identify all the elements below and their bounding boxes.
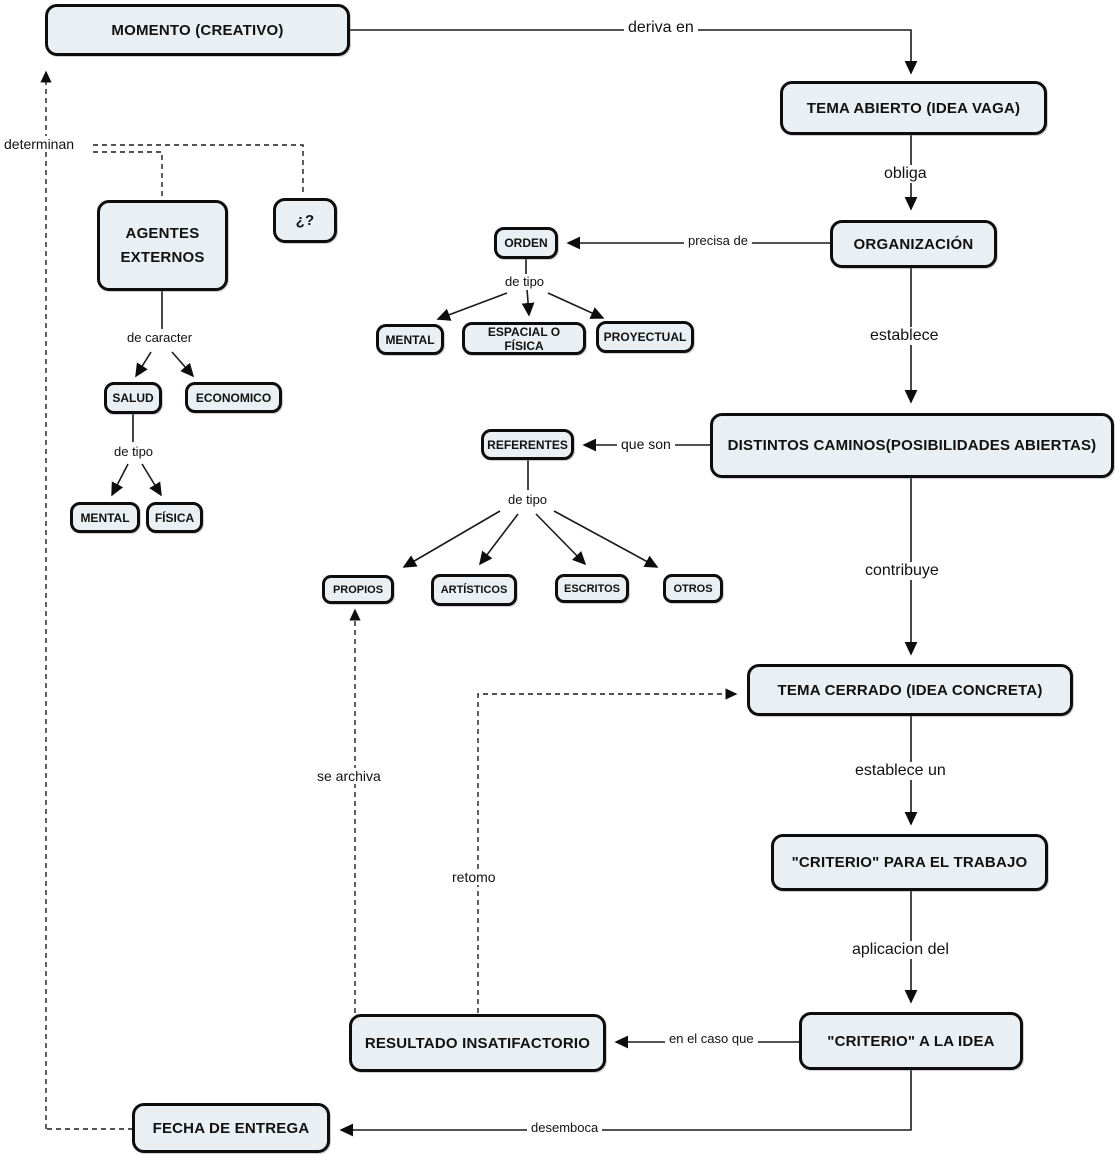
node-label: MOMENTO (CREATIVO) [111,21,284,39]
node-label: ECONOMICO [195,390,272,405]
node-label: FECHA DE ENTREGA [152,1119,310,1137]
edge-label-en-el-caso-que: en el caso que [665,1031,758,1047]
edge-label-que-son: que son [617,436,675,453]
node-label: DISTINTOS CAMINOS(POSIBILIDADES ABIERTAS… [727,437,1097,454]
node-label: FÍSICA [154,510,195,525]
node-label: ORDEN [504,236,548,250]
node-propios[interactable]: PROPIOS [322,575,394,604]
node-label: PROPIOS [332,583,384,596]
edge-label-de-caracter: de caracter [123,330,197,346]
node-label: "CRITERIO" A LA IDEA [827,1032,995,1050]
node-criterio-a-la-idea[interactable]: "CRITERIO" A LA IDEA [799,1012,1023,1070]
node-label: ORGANIZACIÓN [853,235,974,253]
node-resultado-insatifactorio[interactable]: RESULTADO INSATIFACTORIO [349,1014,606,1072]
node-label: AGENTES EXTERNOS [120,225,205,266]
node-label: OTROS [673,582,713,595]
edge-label-de-tipo-referentes: de tipo [504,492,552,508]
edge-label-establece: establece [866,327,943,346]
node-fecha-de-entrega[interactable]: FECHA DE ENTREGA [132,1103,330,1153]
node-label: TEMA CERRADO (IDEA CONCRETA) [777,681,1043,699]
node-espacial-o-fisica[interactable]: ESPACIAL O FÍSICA [462,322,586,355]
node-mental-orden[interactable]: MENTAL [376,324,444,355]
node-label: TEMA ABIERTO (IDEA VAGA) [806,99,1021,117]
node-tema-cerrado[interactable]: TEMA CERRADO (IDEA CONCRETA) [747,664,1073,716]
node-label: RESULTADO INSATIFACTORIO [364,1034,591,1052]
node-label: SALUD [112,391,154,405]
edge-label-contribuye: contribuye [861,562,943,581]
node-escritos[interactable]: ESCRITOS [555,574,629,603]
node-interrogante[interactable]: ¿? [273,198,337,243]
edge-label-precisa-de: precisa de [684,233,752,249]
node-distintos-caminos[interactable]: DISTINTOS CAMINOS(POSIBILIDADES ABIERTAS… [710,413,1114,478]
node-tema-abierto[interactable]: TEMA ABIERTO (IDEA VAGA) [780,81,1047,135]
edge-label-aplicacion-del: aplicacion del [848,941,953,960]
node-label: "CRITERIO" PARA EL TRABAJO [791,854,1028,871]
node-label: ESPACIAL O FÍSICA [487,324,561,353]
edge-label-desemboca: desemboca [527,1120,603,1136]
node-label: REFERENTES [487,437,568,452]
node-artisticos[interactable]: ARTÍSTICOS [431,574,517,606]
node-label: ESCRITOS [563,582,621,595]
edge-label-de-tipo-salud: de tipo [110,444,158,460]
node-economico[interactable]: ECONOMICO [185,382,282,413]
node-salud[interactable]: SALUD [104,382,162,414]
edge-label-obliga: obliga [880,165,931,184]
node-proyectual[interactable]: PROYECTUAL [596,321,694,353]
node-fisica[interactable]: FÍSICA [146,502,203,533]
edge-label-establece-un: establece un [851,762,950,781]
node-label: ¿? [295,212,315,229]
edge-label-retomo: retomo [448,869,500,886]
node-referentes[interactable]: REFERENTES [481,429,574,460]
edge-label-se-archiva: se archiva [313,768,385,785]
edge-label-de-tipo-orden: de tipo [501,274,549,290]
node-otros[interactable]: OTROS [663,574,723,603]
edge-label-determinan: determinan [0,136,79,153]
node-momento-creativo[interactable]: MOMENTO (CREATIVO) [45,4,350,56]
node-orden[interactable]: ORDEN [494,227,558,259]
edge-label-deriva-en: deriva en [624,19,698,38]
node-mental-salud[interactable]: MENTAL [70,502,140,533]
node-label: MENTAL [80,510,130,525]
node-agentes-externos[interactable]: AGENTES EXTERNOS [97,200,228,291]
node-label: MENTAL [385,332,435,347]
node-label: ARTÍSTICOS [440,584,508,596]
node-criterio-para-el-trabajo[interactable]: "CRITERIO" PARA EL TRABAJO [771,834,1048,891]
node-organizacion[interactable]: ORGANIZACIÓN [830,220,997,268]
node-label: PROYECTUAL [603,330,687,344]
